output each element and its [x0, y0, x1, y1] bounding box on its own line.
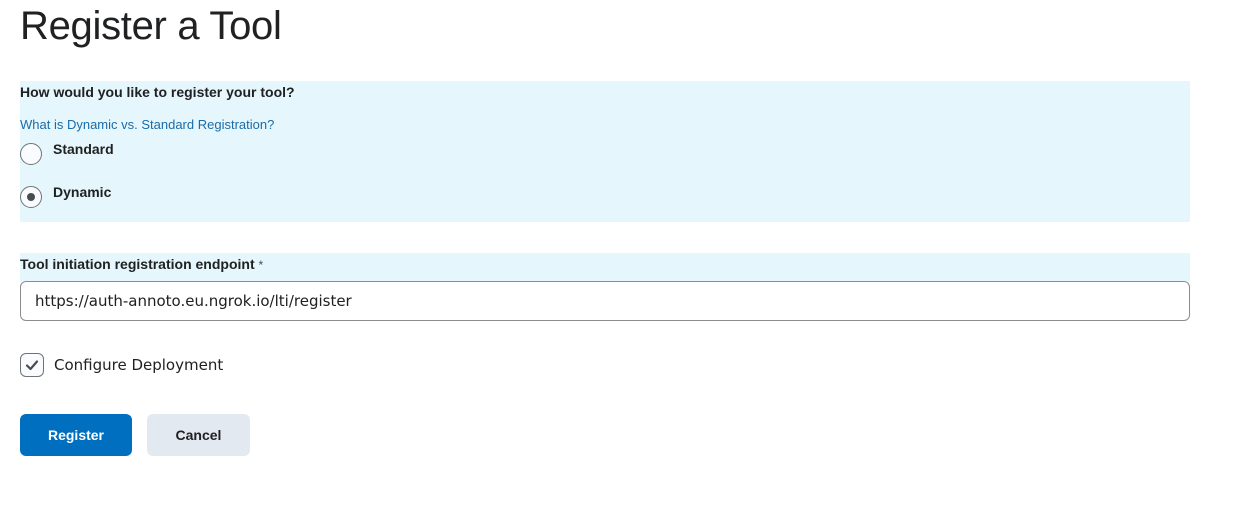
cancel-button[interactable]: Cancel [147, 414, 250, 456]
radio-dynamic-label: Dynamic [53, 184, 112, 200]
configure-deployment-checkbox[interactable]: Configure Deployment [20, 353, 223, 377]
registration-question: How would you like to register your tool… [20, 84, 295, 100]
registration-help-link[interactable]: What is Dynamic vs. Standard Registratio… [20, 117, 275, 132]
endpoint-label-text: Tool initiation registration endpoint [20, 256, 255, 272]
configure-deployment-label: Configure Deployment [54, 356, 224, 374]
radio-dynamic-circle[interactable] [20, 186, 42, 208]
radio-standard[interactable]: Standard [20, 141, 114, 165]
endpoint-input[interactable] [20, 281, 1190, 321]
checkmark-icon [25, 360, 39, 371]
checkbox-box[interactable] [20, 353, 44, 377]
register-button[interactable]: Register [20, 414, 132, 456]
endpoint-label: Tool initiation registration endpoint * [20, 253, 1190, 281]
radio-standard-circle[interactable] [20, 143, 42, 165]
required-marker: * [258, 258, 264, 272]
radio-dynamic[interactable]: Dynamic [20, 184, 111, 208]
page-title: Register a Tool [20, 4, 282, 48]
radio-standard-label: Standard [53, 141, 114, 157]
registration-type-panel: How would you like to register your tool… [20, 81, 1190, 222]
